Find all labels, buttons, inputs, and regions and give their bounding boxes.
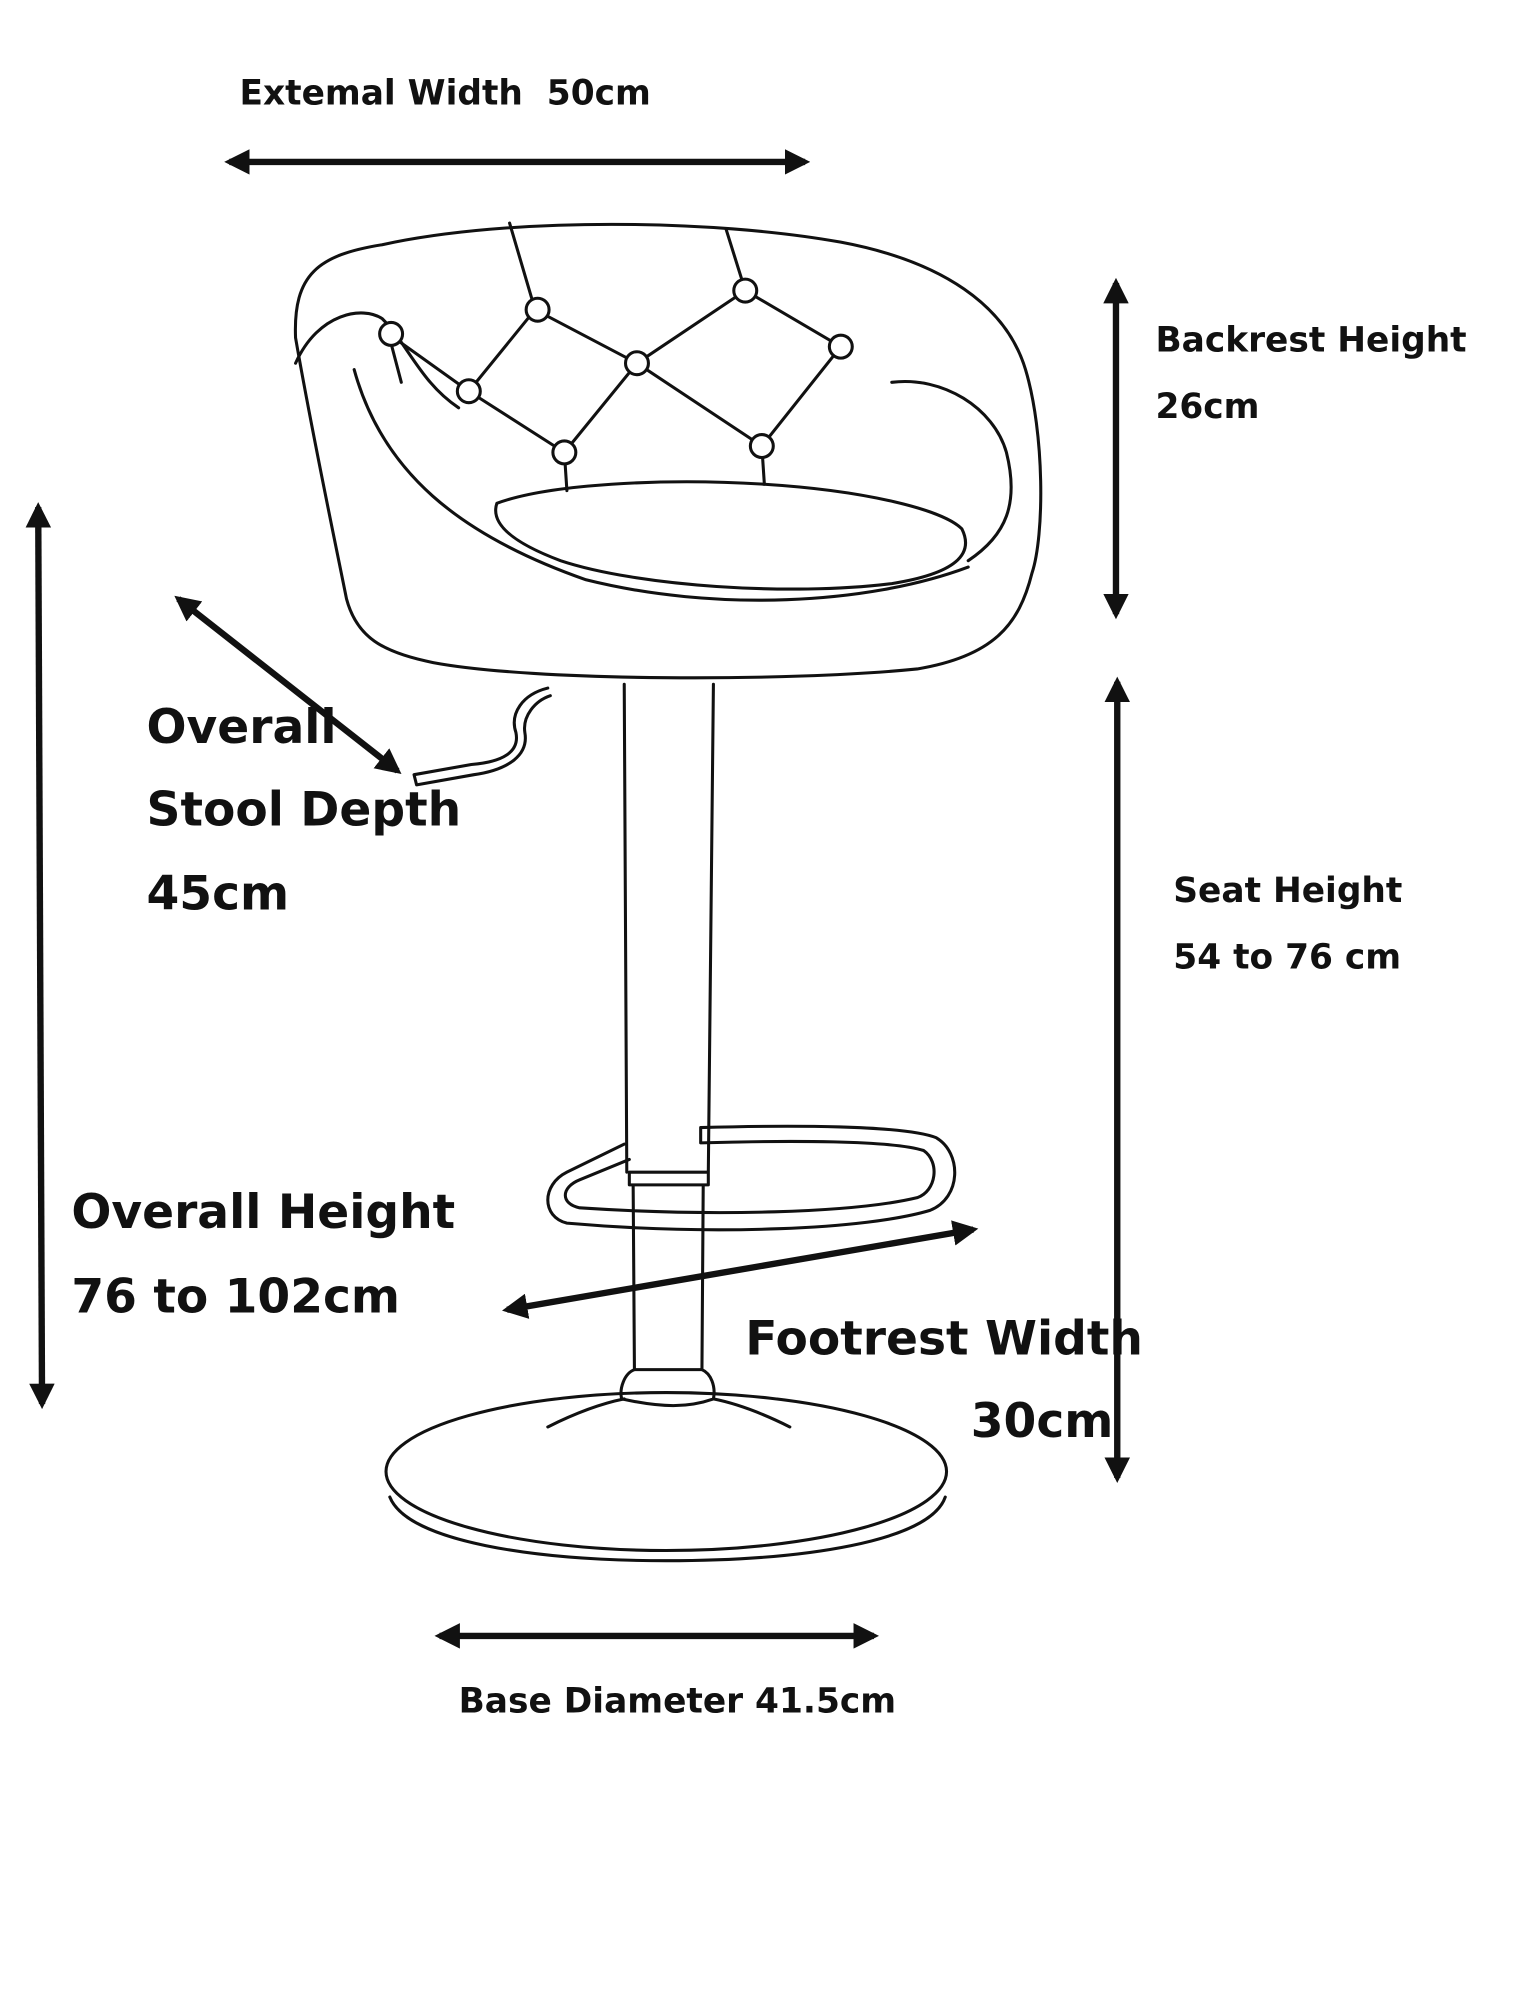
stool-depth-arrow	[174, 595, 402, 775]
overall-height-arrow	[25, 502, 55, 1410]
overall-height-value: 76 to 102cm	[71, 1269, 400, 1324]
footrest-width-arrow	[502, 1220, 979, 1319]
seat-height-value: 54 to 76 cm	[1173, 937, 1401, 977]
seat-cushion	[494, 480, 968, 591]
backrest-height-title: Backrest Height	[1155, 321, 1466, 361]
stool-depth-line2: Stool Depth	[147, 783, 462, 838]
stool-depth-line1: Overall	[147, 700, 337, 755]
footrest-width-value: 30cm	[971, 1394, 1114, 1449]
backrest-height-value: 26cm	[1155, 387, 1259, 427]
tufting-buttons	[378, 277, 854, 466]
seat-shell	[293, 222, 1043, 680]
base-collar	[619, 1368, 716, 1408]
external-width-label: Extemal Width 50cm	[240, 74, 651, 114]
seat-height-title: Seat Height	[1173, 871, 1402, 911]
base-disc	[384, 1391, 949, 1553]
height-lever	[412, 686, 552, 787]
stool-depth-value: 45cm	[147, 867, 290, 922]
stool-illustration	[293, 221, 1043, 1563]
seat-inner-rim	[294, 311, 1013, 563]
overall-height-title: Overall Height	[71, 1185, 455, 1240]
footrest-ring	[546, 1124, 957, 1232]
gas-column	[622, 682, 715, 1372]
footrest-width-title: Footrest Width	[745, 1311, 1143, 1366]
tufting-lines	[387, 221, 843, 493]
base-diameter-label: Base Diameter 41.5cm	[459, 1681, 896, 1721]
